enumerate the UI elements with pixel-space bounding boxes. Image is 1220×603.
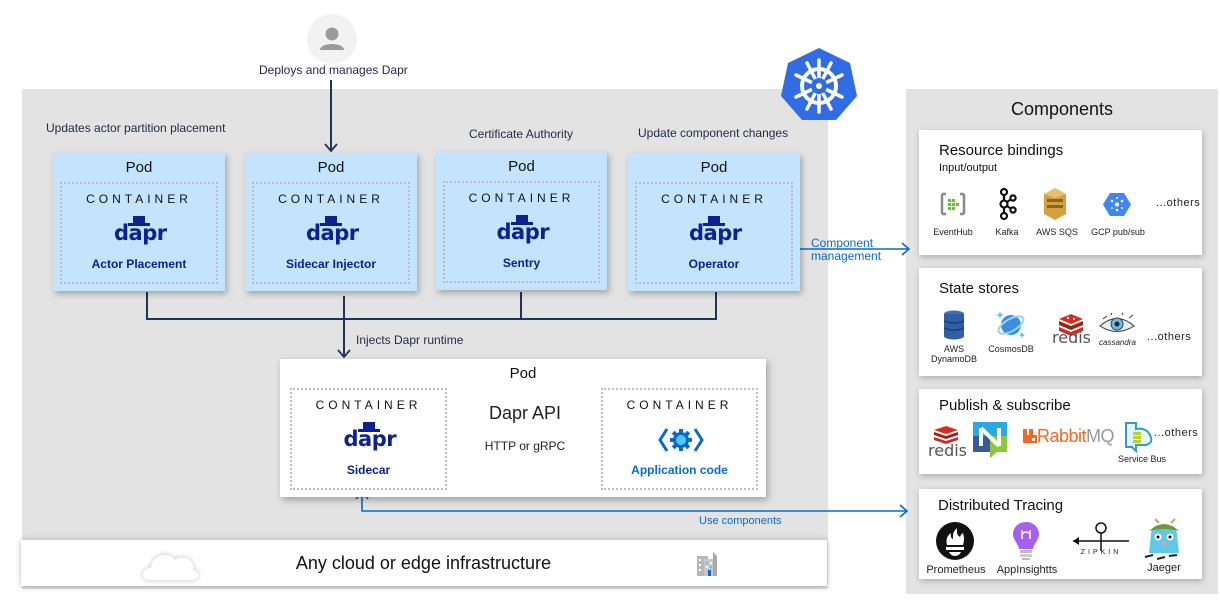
redis-icon [931, 425, 961, 445]
pod-label: Pod [508, 158, 535, 175]
cassandra-icon [1099, 312, 1135, 337]
user-icon [309, 16, 355, 62]
service-label: Operator [688, 257, 740, 271]
service-label: Sidecar [346, 463, 391, 477]
kafka-icon [997, 187, 1017, 221]
logo-caption: Prometheus [926, 564, 986, 576]
infrastructure-label: Any cloud or edge infrastructure [295, 553, 551, 573]
dynamodb-icon [943, 310, 965, 340]
pod-actor-placement: Pod CONTAINER dapr Actor Placement [53, 153, 225, 291]
cosmosdb-icon [995, 308, 1027, 340]
service-label: Actor Placement [91, 257, 187, 271]
service-label: Application code [631, 463, 728, 477]
jaeger-icon [1143, 517, 1185, 561]
pod-label: Pod [700, 159, 728, 176]
dapr-logo-icon: dapr [689, 216, 742, 250]
sidecar-container: CONTAINER dapr Sidecar [290, 388, 447, 490]
zipkin-icon [1071, 521, 1131, 561]
dapr-logo-icon: dapr [114, 216, 167, 250]
use-components-arrow [361, 492, 906, 512]
card-title: Publish & subscribe [939, 397, 1071, 414]
service-bus-icon [1124, 421, 1154, 454]
kubernetes-helm-icon [779, 46, 859, 122]
container: CONTAINER dapr Sidecar Injector [252, 182, 410, 284]
rabbitmq-icon [1023, 429, 1037, 443]
injects-runtime-note: Injects Dapr runtime [356, 333, 464, 347]
rabbitmq-wordmark: RabbitMQ [1037, 426, 1115, 446]
zipkin-wordmark: ZIPKIN [1080, 549, 1122, 556]
certificate-authority-note: Certificate Authority [469, 127, 574, 141]
container: CONTAINER dapr Sentry [443, 181, 600, 283]
card-distributed-tracing: Distributed Tracing Prometheus AppInsigh… [919, 489, 1202, 579]
service-label: Sidecar Injector [285, 257, 377, 271]
dapr-logo-icon: dapr [306, 216, 359, 250]
card-subtitle: Input/output [939, 162, 998, 174]
container-label: CONTAINER [661, 192, 767, 206]
control-plane-bus [146, 292, 717, 320]
container-label: CONTAINER [278, 192, 384, 206]
redis-wordmark: redis [1052, 328, 1092, 347]
logo-caption: EventHub [933, 227, 973, 237]
card-title: Distributed Tracing [938, 497, 1064, 514]
application-pod: Pod CONTAINER dapr Sidecar Dapr API HTTP… [280, 359, 766, 497]
logo-caption: Service Bus [1117, 454, 1167, 464]
logo-caption: Jaeger [1147, 562, 1181, 574]
infrastructure-bar: Any cloud or edge infrastructure [21, 540, 827, 586]
code-gear-icon [658, 426, 704, 454]
logo-caption: AWS SQS [1036, 227, 1078, 237]
logo-caption: AppInsightts [996, 564, 1058, 576]
cloud-icon [139, 544, 203, 584]
container-label: CONTAINER [468, 191, 575, 205]
pod-operator: Pod CONTAINER dapr Operator [628, 153, 800, 291]
nats-icon [973, 422, 1009, 458]
pod-label: Pod [317, 159, 345, 176]
pod-label: Pod [509, 365, 537, 382]
container-label: CONTAINER [626, 398, 733, 412]
container-label: CONTAINER [86, 192, 192, 206]
logo-caption: Kafka [995, 227, 1019, 237]
logo-caption: CosmosDB [988, 344, 1034, 354]
update-components-note: Update component changes [638, 126, 789, 140]
dapr-api-title: Dapr API [488, 403, 562, 423]
component-management-line2: management [811, 249, 882, 263]
redis-wordmark: redis [928, 441, 968, 460]
container: CONTAINER dapr Operator [635, 182, 793, 284]
components-title: Components [1010, 99, 1114, 119]
cassandra-wordmark: cassandra [1099, 338, 1136, 347]
others-label: ...others [1147, 331, 1192, 343]
prometheus-icon [935, 521, 975, 561]
dapr-logo-icon: dapr [497, 215, 550, 249]
logo-caption: AWS DynamoDB [930, 344, 977, 364]
card-state-stores: State stores AWS DynamoDB CosmosDB redis [919, 268, 1202, 376]
use-components-note: Use components [699, 515, 782, 527]
building-icon [696, 550, 718, 576]
pod-label: Pod [125, 159, 153, 176]
card-title: State stores [939, 280, 1020, 297]
eventhub-icon [940, 192, 966, 216]
service-label: Sentry [502, 256, 541, 270]
appinsights-icon [1013, 521, 1039, 561]
actor-label: Deploys and manages Dapr [259, 63, 408, 77]
actor-partition-note: Updates actor partition placement [46, 121, 226, 135]
card-publish-subscribe: Publish & subscribe redis RabbitMQ Servi… [919, 389, 1202, 474]
component-management-line1: Component [811, 236, 874, 250]
pod-sidecar-injector: Pod CONTAINER dapr Sidecar Injector [245, 153, 417, 291]
gcp-pubsub-icon [1103, 192, 1131, 217]
others-label: ...others [1154, 427, 1199, 439]
dapr-api-protocol: HTTP or gRPC [484, 439, 566, 453]
component-management-note: Component management [811, 237, 881, 263]
redis-icon [1053, 312, 1089, 348]
aws-sqs-icon [1043, 187, 1067, 221]
others-label: ...others [1156, 197, 1201, 209]
card-resource-bindings: Resource bindings Input/output EventHub … [919, 130, 1202, 255]
logo-caption: GCP pub/sub [1091, 227, 1145, 237]
application-container: CONTAINER Application code [601, 388, 758, 490]
dapr-logo-icon: dapr [344, 422, 397, 456]
container: CONTAINER dapr Actor Placement [60, 182, 218, 284]
card-title: Resource bindings [939, 142, 1064, 159]
pod-sentry: Pod CONTAINER dapr Sentry [436, 152, 607, 290]
container-label: CONTAINER [315, 398, 422, 412]
